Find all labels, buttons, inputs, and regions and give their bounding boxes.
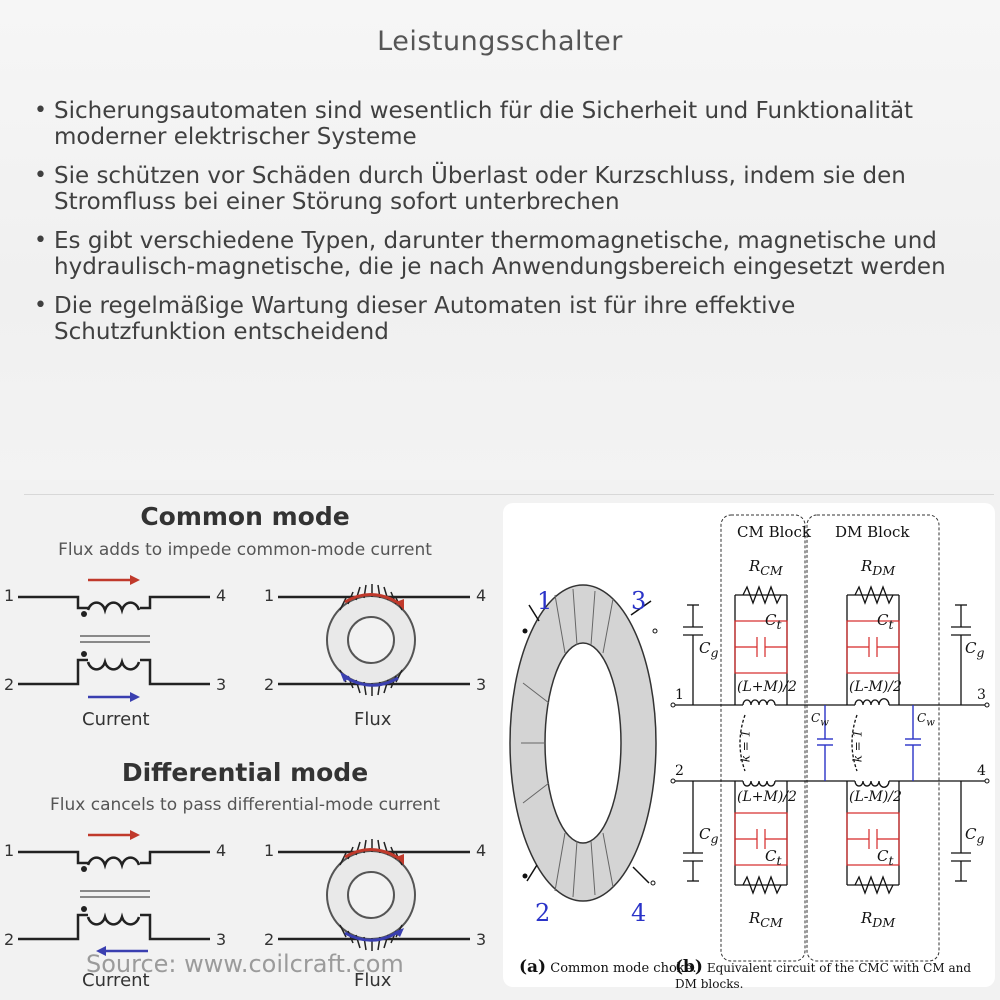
flux-label: Flux: [354, 709, 392, 730]
cm-block-title: CM Block: [737, 523, 811, 541]
choke-terminal: 2: [535, 899, 551, 927]
common-mode-subtitle: Flux adds to impede common-mode current: [58, 540, 432, 560]
ct-label: Ct: [877, 847, 894, 868]
cw-label: Cw: [811, 711, 829, 729]
page-title: Leistungsschalter: [377, 26, 623, 57]
pin-label: 3: [216, 930, 227, 949]
caption-b: (b) Equivalent circuit of the CMC with C…: [675, 957, 972, 991]
current-label: Current: [82, 709, 150, 730]
choke-and-circuit: [509, 514, 990, 962]
choke-terminal: 4: [631, 899, 647, 927]
pin-label: 1: [264, 841, 275, 860]
pin-label: 1: [4, 586, 15, 605]
ct-label: Ct: [877, 611, 894, 632]
r-cm-label: RCM: [749, 909, 783, 930]
pin-label: 2: [264, 675, 275, 694]
bullet-list: Sicherungsautomaten sind wesentlich für …: [34, 98, 974, 358]
ct-label: Ct: [765, 611, 782, 632]
cw-label: Cw: [917, 711, 935, 729]
equivalent-circuit-figure: 1 3 2 4 CM Block DM Block RCM RDM RCM RD…: [503, 503, 995, 991]
r-dm-label: RDM: [861, 909, 896, 930]
ct-label: Ct: [765, 847, 782, 868]
dm-block-title: DM Block: [835, 523, 910, 541]
bullet-item: Sicherungsautomaten sind wesentlich für …: [34, 98, 974, 150]
circuit-terminal: 3: [977, 687, 986, 703]
pin-label: 4: [476, 841, 487, 860]
pin-label: 4: [216, 586, 227, 605]
source-credit: Source: www.coilcraft.com: [86, 950, 404, 978]
bullet-item: Sie schützen vor Schäden durch Überlast …: [34, 163, 974, 215]
choke-terminal: 3: [631, 587, 647, 615]
circuit-terminal: 2: [675, 763, 684, 779]
pin-label: 3: [476, 930, 487, 949]
pin-label: 3: [476, 675, 487, 694]
pin-label: 3: [216, 675, 227, 694]
cg-label: Cg: [699, 639, 719, 660]
inductor-label: (L+M)/2: [737, 789, 797, 805]
divider: [24, 494, 994, 495]
differential-mode-subtitle: Flux cancels to pass differential-mode c…: [49, 795, 440, 815]
pin-label: 1: [4, 841, 15, 860]
pin-label: 2: [4, 675, 15, 694]
pin-label: 4: [216, 841, 227, 860]
inductor-label: (L-M)/2: [849, 789, 902, 805]
circuit-terminal: 1: [675, 687, 684, 703]
bullet-item: Die regelmäßige Wartung dieser Automaten…: [34, 293, 974, 345]
cg-label: Cg: [965, 639, 985, 660]
pin-label: 4: [476, 586, 487, 605]
mode-diagram: Common mode Flux adds to impede common-m…: [0, 500, 500, 1000]
inductor-label: (L-M)/2: [849, 679, 902, 695]
choke-terminal: 1: [537, 587, 553, 615]
pin-label: 2: [264, 930, 275, 949]
flux-label: Flux: [354, 970, 392, 991]
pin-label: 2: [4, 930, 15, 949]
pin-label: 1: [264, 586, 275, 605]
r-cm-label: RCM: [749, 557, 783, 578]
coupling-label: k = 1: [738, 729, 753, 763]
differential-mode-title: Differential mode: [121, 758, 369, 787]
common-mode-schematic: [18, 575, 470, 956]
r-dm-label: RDM: [861, 557, 896, 578]
inductor-label: (L+M)/2: [737, 679, 797, 695]
current-label: Current: [82, 970, 150, 991]
circuit-terminal: 4: [977, 763, 986, 779]
cg-label: Cg: [965, 825, 985, 846]
caption-a: (a) Common mode choke.: [519, 957, 697, 977]
cg-label: Cg: [699, 825, 719, 846]
common-mode-title: Common mode: [140, 502, 350, 531]
coupling-label: k = 1: [850, 729, 865, 763]
bullet-item: Es gibt verschiedene Typen, darunter the…: [34, 228, 974, 280]
